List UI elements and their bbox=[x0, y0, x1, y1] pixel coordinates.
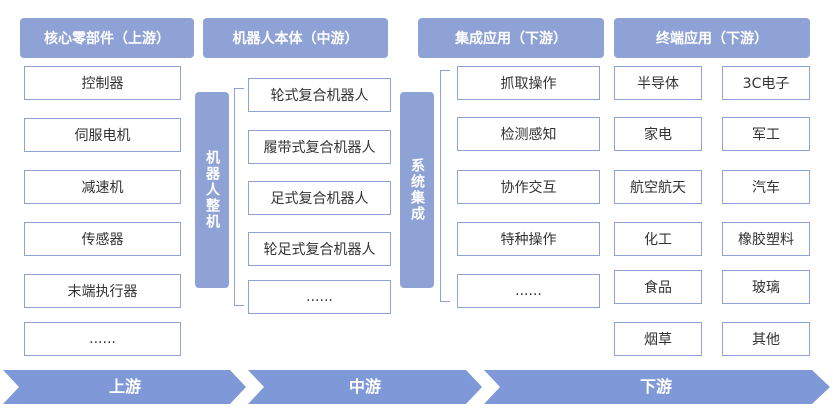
terminal-home-appliance: 家电 bbox=[614, 117, 702, 151]
arrow-downstream bbox=[484, 370, 830, 404]
terminal-3c-electronics: 3C电子 bbox=[722, 66, 810, 100]
terminal-aerospace: 航空航天 bbox=[614, 170, 702, 204]
robot-types-brace bbox=[234, 88, 244, 306]
terminal-tobacco: 烟草 bbox=[614, 322, 702, 356]
terminal-semiconductor: 半导体 bbox=[614, 66, 702, 100]
terminal-rubber-plastics: 橡胶塑料 bbox=[722, 222, 810, 256]
integration-special: 特种操作 bbox=[457, 222, 600, 256]
integration-detection: 检测感知 bbox=[457, 117, 600, 151]
robot-type-legged: 足式复合机器人 bbox=[248, 181, 391, 215]
header-integration: 集成应用（下游） bbox=[418, 18, 604, 58]
stage-label-upstream: 上游 bbox=[108, 377, 141, 396]
component-servo-motor: 伺服电机 bbox=[24, 118, 181, 152]
robot-type-more: ...... bbox=[248, 280, 391, 314]
stage-label-midstream: 中游 bbox=[348, 377, 381, 396]
robot-type-tracked: 履带式复合机器人 bbox=[248, 130, 391, 164]
integration-grasping: 抓取操作 bbox=[457, 66, 600, 100]
terminal-automotive: 汽车 bbox=[722, 170, 810, 204]
robot-type-wheel-legged: 轮足式复合机器人 bbox=[248, 232, 391, 266]
terminal-military: 军工 bbox=[722, 117, 810, 151]
component-sensor: 传感器 bbox=[24, 222, 181, 256]
terminal-chemical: 化工 bbox=[614, 222, 702, 256]
component-reducer: 减速机 bbox=[24, 170, 181, 204]
component-more: ...... bbox=[24, 322, 181, 356]
terminal-glass: 玻璃 bbox=[722, 270, 810, 304]
integration-brace bbox=[440, 70, 450, 302]
robot-body-bar: 机器人整机 bbox=[195, 92, 229, 288]
integration-bar: 系统集成 bbox=[400, 92, 434, 288]
component-controller: 控制器 bbox=[24, 66, 181, 100]
component-end-effector: 末端执行器 bbox=[24, 274, 181, 308]
integration-more: ...... bbox=[457, 274, 600, 308]
terminal-food: 食品 bbox=[614, 270, 702, 304]
header-terminal: 终端应用（下游） bbox=[614, 18, 810, 58]
header-midstream: 机器人本体（中游） bbox=[203, 18, 388, 58]
robot-type-wheeled: 轮式复合机器人 bbox=[248, 78, 391, 112]
terminal-other: 其他 bbox=[722, 322, 810, 356]
arrow-midstream bbox=[248, 370, 482, 404]
stage-label-downstream: 下游 bbox=[639, 377, 672, 396]
header-upstream: 核心零部件（上游） bbox=[20, 18, 194, 58]
integration-collaboration: 协作交互 bbox=[457, 170, 600, 204]
arrow-upstream bbox=[3, 370, 246, 404]
